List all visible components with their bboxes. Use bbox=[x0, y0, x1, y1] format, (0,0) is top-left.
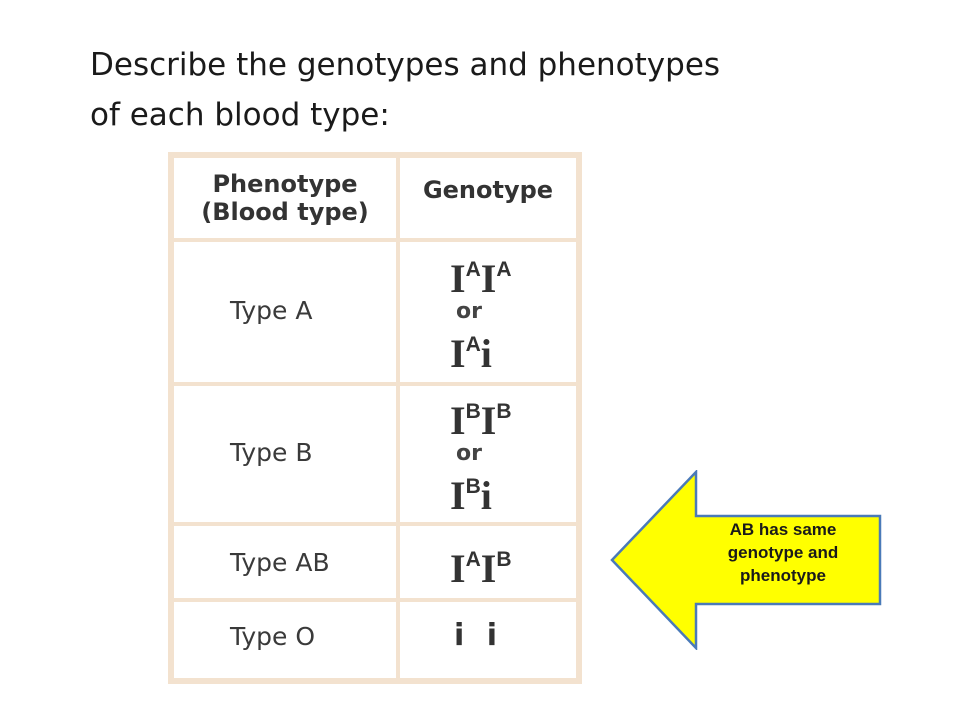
header-cell-phenotype: Phenotype (Blood type) bbox=[174, 158, 396, 238]
callout-line-1: AB has same bbox=[729, 520, 837, 539]
header-cell-genotype: Genotype bbox=[400, 158, 576, 238]
callout-text: AB has same genotype and phenotype bbox=[688, 518, 878, 587]
header-phenotype-line1: Phenotype bbox=[212, 170, 358, 198]
row-type-o-phenotype-cell: Type O bbox=[174, 602, 396, 678]
title-line-1: Describe the genotypes and phenotypes bbox=[90, 47, 721, 83]
phenotype-type-a: Type A bbox=[230, 296, 313, 325]
genotype-heterozygous-a: IAi bbox=[450, 331, 492, 376]
genotype-homozygous-b: IBIB bbox=[450, 398, 512, 443]
genotype-type-a: IAIA or IAi bbox=[450, 250, 512, 374]
header-genotype: Genotype bbox=[422, 176, 554, 204]
row-type-a-genotype-cell: IAIA or IAi bbox=[400, 242, 576, 382]
arrow-shape bbox=[610, 470, 882, 650]
or-text: or bbox=[456, 299, 482, 324]
blood-type-table: Phenotype (Blood type) Genotype Type A I… bbox=[168, 152, 582, 684]
header-phenotype: Phenotype (Blood type) bbox=[174, 170, 396, 226]
row-type-a-phenotype-cell: Type A bbox=[174, 242, 396, 382]
phenotype-type-ab: Type AB bbox=[230, 548, 330, 577]
header-phenotype-line2: (Blood type) bbox=[201, 198, 369, 226]
row-type-b-phenotype-cell: Type B bbox=[174, 386, 396, 522]
genotype-type-o: i i bbox=[454, 618, 504, 653]
slide-title: Describe the genotypes and phenotypes of… bbox=[90, 40, 850, 140]
genotype-type-b: IBIB or IBi bbox=[450, 392, 512, 516]
phenotype-type-o: Type O bbox=[230, 622, 316, 651]
genotype-heterozygous-b: IBi bbox=[450, 473, 492, 518]
genotype-codominant-ab: IAIB bbox=[450, 546, 512, 591]
row-type-ab-phenotype-cell: Type AB bbox=[174, 526, 396, 598]
title-line-2: of each blood type: bbox=[90, 97, 390, 133]
row-type-b-genotype-cell: IBIB or IBi bbox=[400, 386, 576, 522]
callout-line-2: genotype and bbox=[727, 543, 839, 562]
row-type-ab-genotype-cell: IAIB bbox=[400, 526, 576, 598]
row-type-o-genotype-cell: i i bbox=[400, 602, 576, 678]
genotype-type-ab: IAIB bbox=[450, 540, 512, 589]
callout-line-3: phenotype bbox=[740, 566, 826, 585]
or-text: or bbox=[456, 441, 482, 466]
genotype-homozygous-a: IAIA bbox=[450, 256, 512, 301]
left-arrow-callout bbox=[610, 470, 882, 650]
phenotype-type-b: Type B bbox=[230, 438, 313, 467]
